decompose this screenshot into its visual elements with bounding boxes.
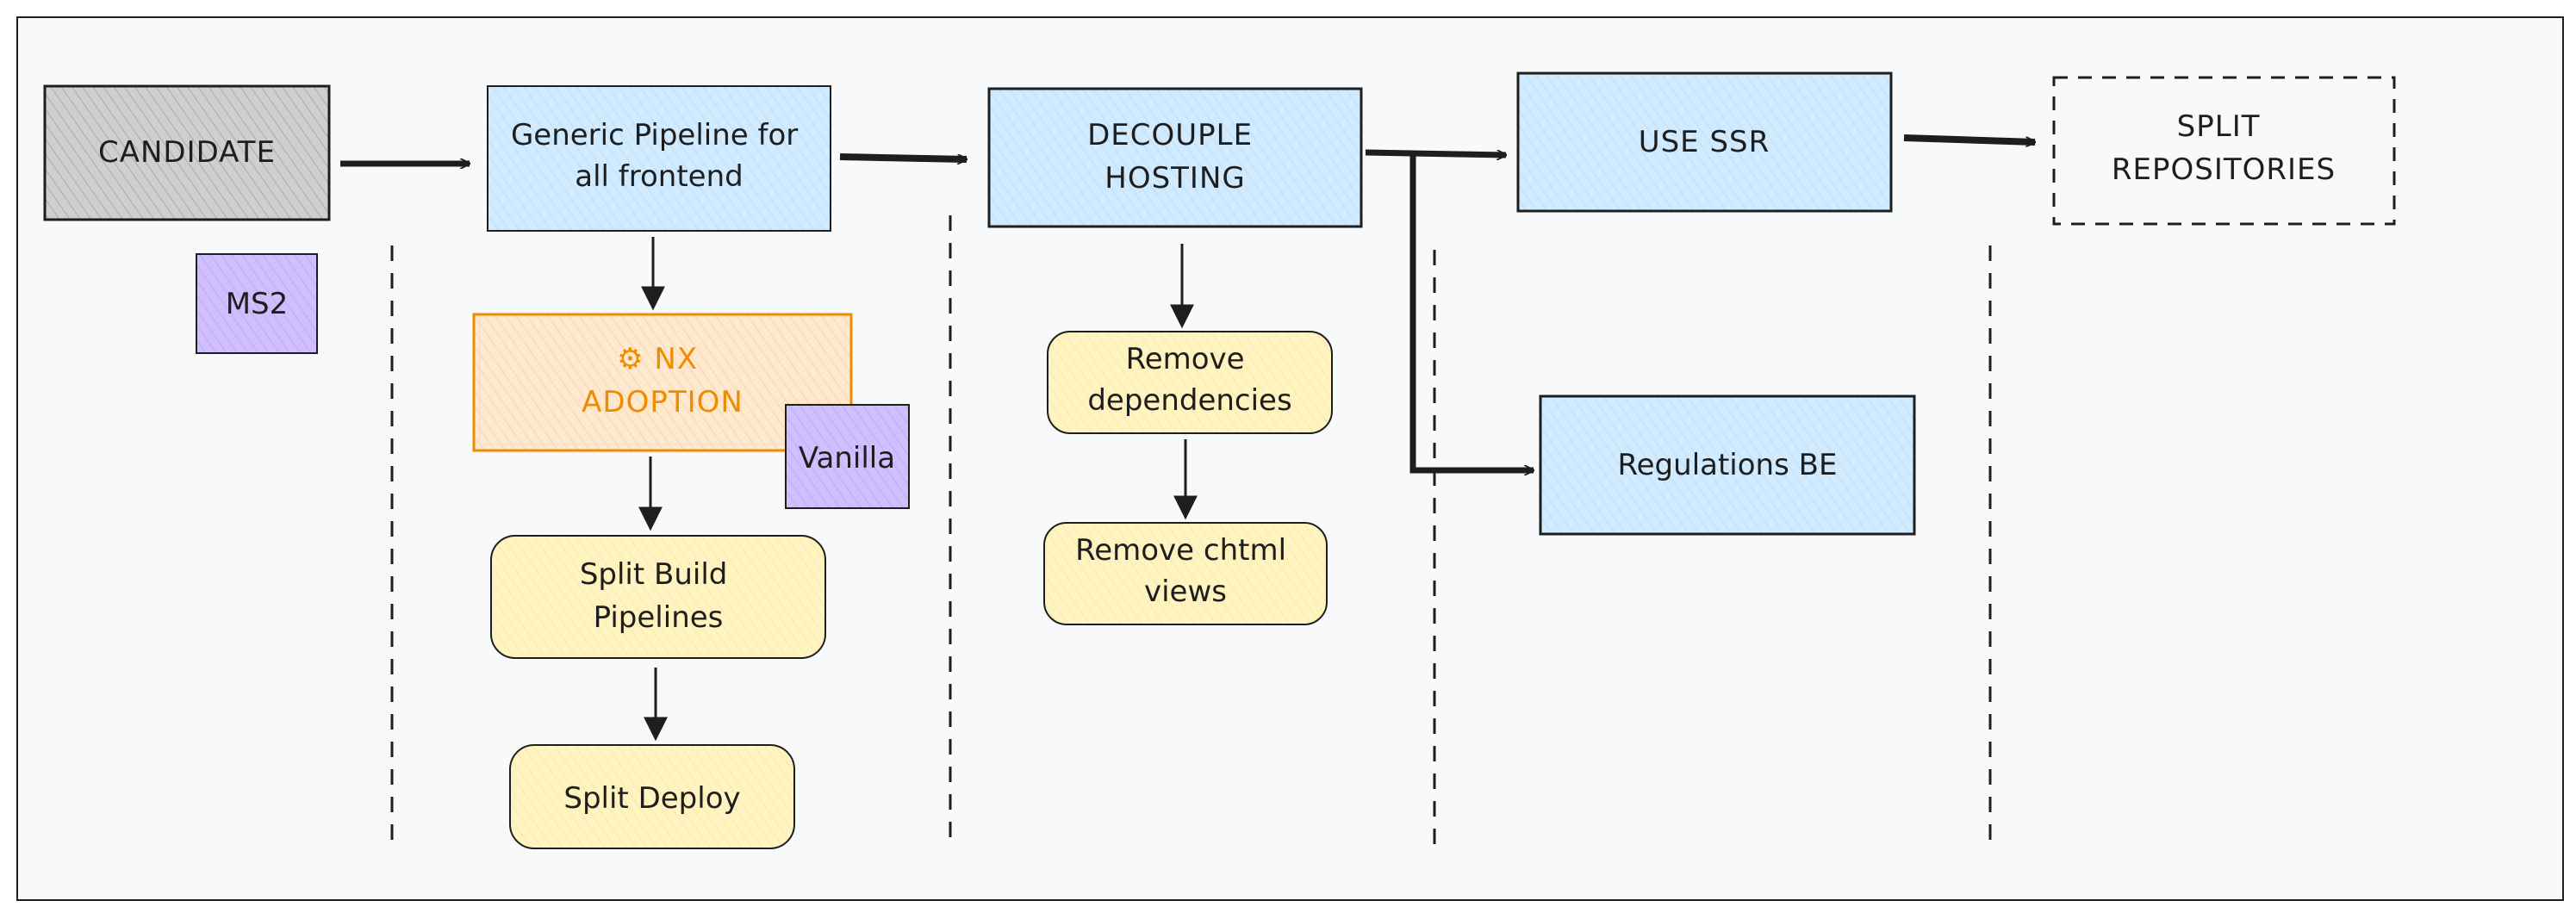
svg-text:Vanilla: Vanilla [799,441,895,475]
split-repositories-node: SPLIT REPOSITORIES [2052,76,2396,226]
generic-pipeline-label-line1: Generic Pipeline for [511,118,798,152]
arrow-ssr-to-split-repos [1903,134,2035,142]
svg-text:Split Build Pipelines: Split Build Pipelines [580,557,737,635]
regulations-be-node: Regulations BE [1539,394,1916,536]
split-build-label-line1: Split Build [580,557,728,592]
remove-dependencies-label-line1: Remove [1126,342,1245,376]
arrow-decouple-to-ssr [1365,149,1506,155]
arrow-pipeline-to-decouple [839,153,967,159]
svg-text:Remove chtml views: Remove chtml views [1075,533,1296,609]
vanilla-label: Vanilla [799,441,895,475]
svg-text:⚙ NX ADOPTION: ⚙ NX ADOPTION [582,342,744,419]
candidate-node: CANDIDATE [43,84,331,221]
split-deploy-label: Split Deploy [563,781,740,816]
generic-pipeline-node: Generic Pipeline for all frontend [487,85,831,232]
column-separators [390,215,1992,848]
split-repositories-label-line2: REPOSITORIES [2112,152,2336,187]
split-repositories-box [2052,76,2396,226]
nx-adoption-label-line1: ⚙ NX [617,342,698,376]
remove-dependencies-node: Remove dependencies [1047,331,1333,434]
svg-text:Remove dependencies: Remove dependencies [1087,342,1291,418]
split-build-label-line2: Pipelines [594,600,724,635]
svg-text:SPLIT REPOSITORIES: SPLIT REPOSITORIES [2112,109,2336,187]
remove-chtml-label-line1: Remove chtml [1075,533,1286,568]
connectors [340,134,2035,742]
svg-text:DECOUPLE HOSTING: DECOUPLE HOSTING [1087,118,1263,196]
split-build-node: Split Build Pipelines [490,535,826,659]
remove-dependencies-label-line2: dependencies [1087,383,1291,418]
remove-chtml-label-line2: views [1144,575,1227,609]
use-ssr-label: USE SSR [1639,125,1770,159]
nx-adoption-node: ⚙ NX ADOPTION [472,313,853,452]
split-repositories-label-line1: SPLIT [2177,109,2261,144]
generic-pipeline-label-line2: all frontend [575,159,743,194]
svg-text:Split Deploy: Split Deploy [563,781,740,816]
svg-text:USE SSR: USE SSR [1639,125,1770,159]
ms2-label: MS2 [226,287,289,321]
svg-text:CANDIDATE: CANDIDATE [98,135,276,170]
split-deploy-node: Split Deploy [509,744,795,849]
ms2-node: MS2 [196,253,318,354]
use-ssr-node: USE SSR [1516,71,1893,213]
candidate-label: CANDIDATE [98,135,276,170]
remove-chtml-node: Remove chtml views [1043,522,1328,625]
decouple-hosting-label-line1: DECOUPLE [1087,118,1253,152]
svg-text:Regulations BE: Regulations BE [1618,448,1838,482]
nx-adoption-label-line2: ADOPTION [582,385,744,419]
arrow-decouple-to-regulations [1409,152,1534,470]
svg-text:MS2: MS2 [226,287,289,321]
decouple-hosting-label-line2: HOSTING [1104,161,1246,196]
vanilla-node: Vanilla [785,404,910,509]
decouple-hosting-node: DECOUPLE HOSTING [987,87,1363,228]
regulations-be-label: Regulations BE [1618,448,1838,482]
svg-text:Generic Pipeline for all: Generic Pipeline for all frontend [511,118,807,194]
